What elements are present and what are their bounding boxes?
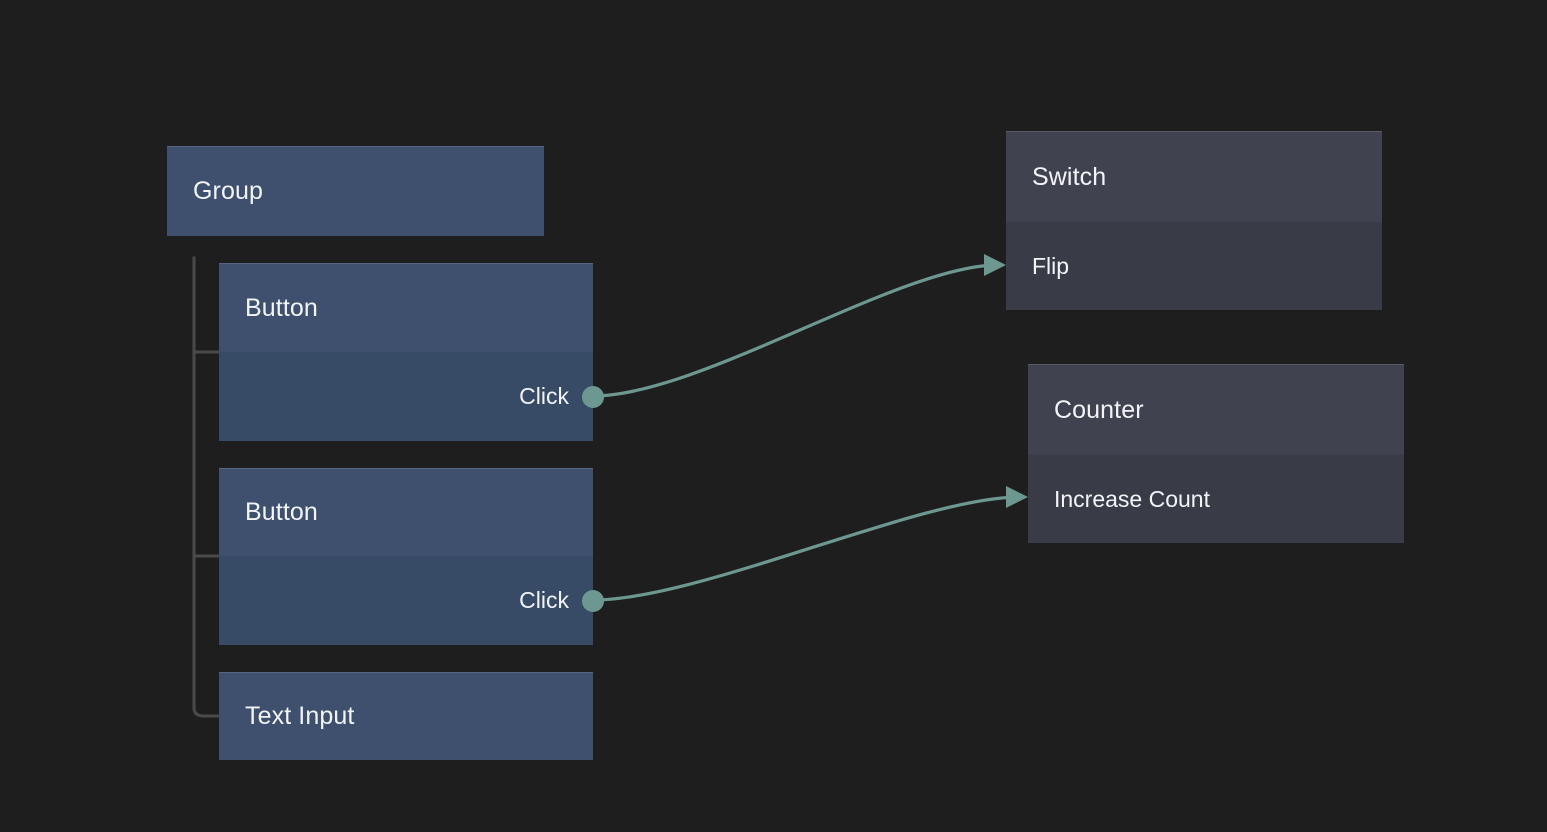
port-label-button-2-click: Click [519, 587, 569, 613]
bracket-trunk [192, 256, 221, 718]
edge-edge-click-increase[interactable] [591, 495, 1022, 602]
node-header-group[interactable]: Group [167, 146, 544, 236]
node-title-counter: Counter [1054, 395, 1144, 424]
node-port-row-button-1-click[interactable]: Click [219, 352, 604, 441]
node-title-button-2: Button [245, 498, 318, 526]
edge-arrowhead [984, 254, 1006, 276]
node-title-group: Group [193, 177, 263, 205]
node-header-button-2[interactable]: Button [219, 468, 593, 556]
edge-arrowhead [1006, 486, 1028, 508]
node-port-row-switch-flip[interactable]: Flip [1006, 222, 1382, 310]
node-text-input[interactable]: Text Input [219, 672, 593, 760]
port-connector-dot[interactable] [582, 385, 604, 408]
node-title-button-1: Button [245, 293, 318, 322]
node-title-text-input: Text Input [245, 702, 355, 730]
node-header-text-input[interactable]: Text Input [219, 672, 593, 760]
node-port-row-counter-increase-count[interactable]: Increase Count [1028, 455, 1404, 543]
port-label-switch-flip: Flip [1032, 252, 1070, 279]
node-port-row-button-2-click[interactable]: Click [219, 556, 604, 645]
port-label-counter-increase-count: Increase Count [1054, 485, 1210, 512]
port-connector-dot[interactable] [582, 589, 604, 612]
port-label-button-1-click: Click [519, 383, 569, 409]
node-group[interactable]: Group [167, 146, 544, 236]
node-title-switch: Switch [1032, 162, 1107, 191]
node-header-switch[interactable]: Switch [1006, 131, 1382, 222]
node-header-counter[interactable]: Counter [1028, 364, 1404, 455]
node-header-button-1[interactable]: Button [219, 263, 593, 352]
edge-edge-click-flip[interactable] [591, 263, 1000, 398]
